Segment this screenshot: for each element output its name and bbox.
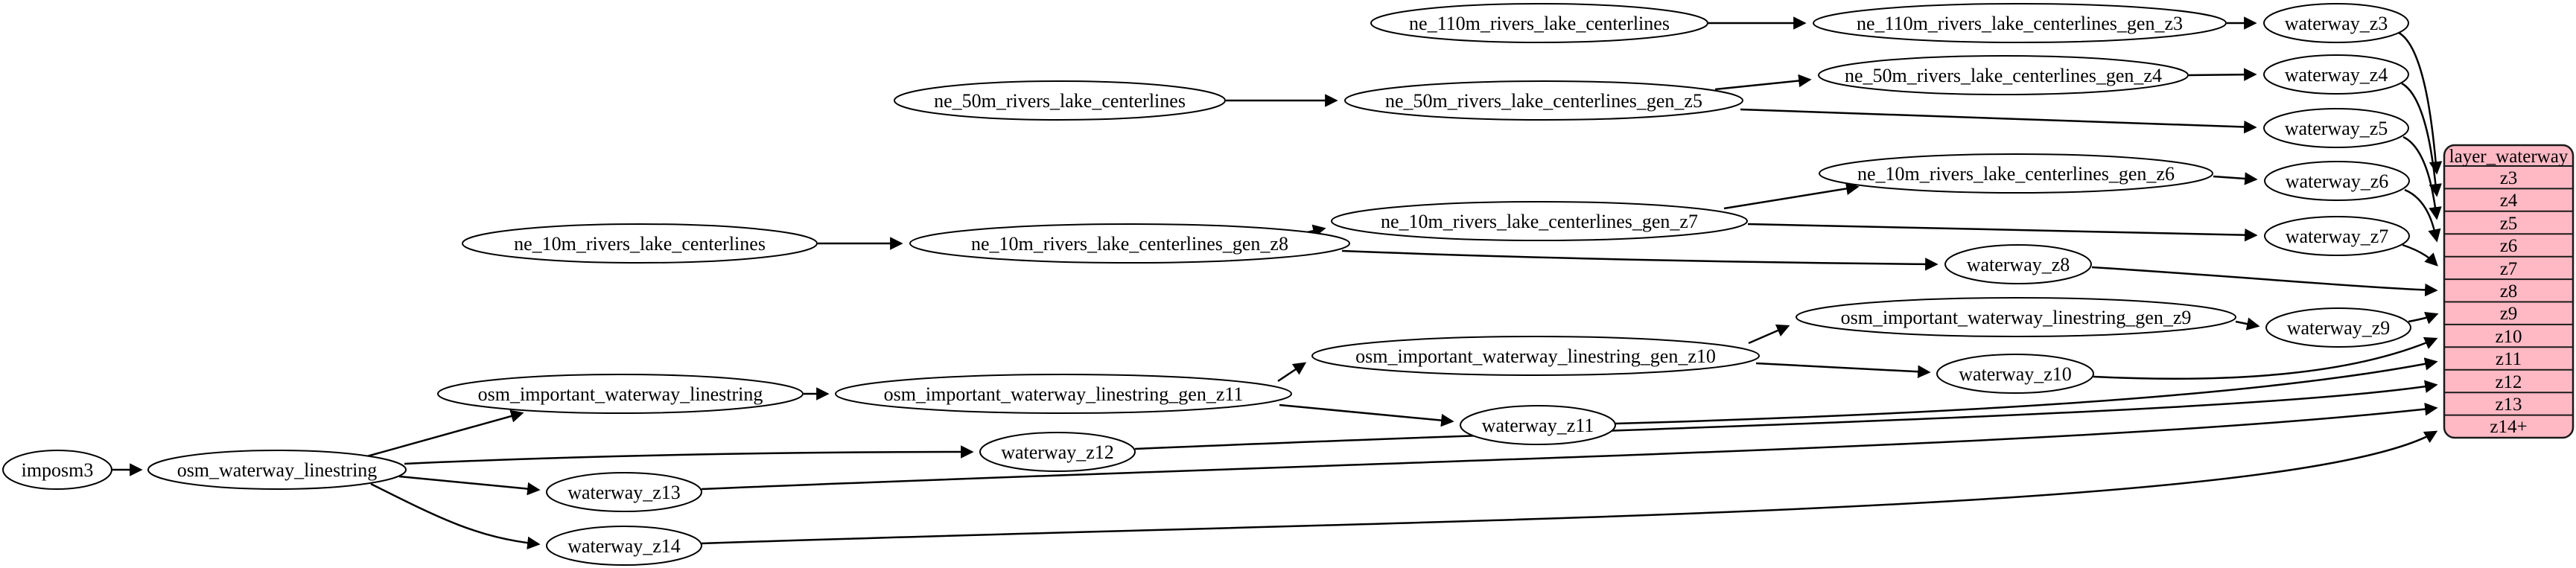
edge-waterway_z7-row-z7 [2402,243,2438,267]
node-ne_110m_rivers_lake_centerlines-label: ne_110m_rivers_lake_centerlines [1409,13,1670,34]
node-waterway_z3: waterway_z3 [2263,3,2409,43]
edge-waterway_z4-row-z4 [2401,82,2442,197]
edge-waterway_z3-row-z3 [2398,31,2443,175]
table-row-z3: z3 [2500,168,2518,188]
node-osm_waterway_linestring: osm_waterway_linestring [147,450,407,490]
node-waterway_z3-label: waterway_z3 [2285,13,2388,34]
node-ne_110m_rivers_lake_centerlines_gen_z3: ne_110m_rivers_lake_centerlines_gen_z3 [1813,3,2227,43]
edge-gen_z7-waterway_z7 [1747,223,2258,242]
table-row-z9: z9 [2500,304,2518,324]
edge-osm_waterway_linestring-osm_important_waterway_linestring [358,409,524,460]
node-waterway_z13-label: waterway_z13 [567,482,681,503]
node-waterway_z5-label: waterway_z5 [2285,118,2388,139]
table-row-z8: z8 [2500,281,2518,301]
node-waterway_z11-label: waterway_z11 [1482,415,1594,436]
layer-waterway-table: layer_waterway z3 z4 z5 z6 z7 z8 z9 z10 … [2443,144,2575,439]
edge-osm_waterway_linestring-waterway_z12 [404,445,974,465]
node-ne_50m_rivers_lake_centerlines_gen_z5-label: ne_50m_rivers_lake_centerlines_gen_z5 [1385,90,1702,112]
node-osm_important_waterway_linestring_gen_z10-label: osm_important_waterway_linestring_gen_z1… [1355,345,1716,367]
edge-waterway_z9-row-z9 [2408,312,2439,325]
edge-waterway_z10-row-z10 [2093,336,2438,380]
edge-gen_z10-waterway_z10 [1755,362,1931,378]
table-row-z7: z7 [2500,259,2518,279]
node-osm_important_waterway_linestring: osm_important_waterway_linestring [437,374,804,414]
layer-waterway-table-title: layer_waterway [2449,147,2569,167]
node-waterway_z9-label: waterway_z9 [2287,317,2391,339]
node-waterway_z6-label: waterway_z6 [2286,170,2389,192]
node-ne_10m_rivers_lake_centerlines: ne_10m_rivers_lake_centerlines [462,223,818,264]
node-waterway_z11: waterway_z11 [1460,405,1616,445]
edge-gen_z11-gen_z10 [1277,362,1307,383]
node-osm_important_waterway_linestring_gen_z10: osm_important_waterway_linestring_gen_z1… [1311,336,1760,376]
node-osm_waterway_linestring-label: osm_waterway_linestring [177,459,378,481]
edge-gen_z5-waterway_z5 [1740,108,2257,134]
node-ne_50m_rivers_lake_centerlines_gen_z4: ne_50m_rivers_lake_centerlines_gen_z4 [1818,55,2189,95]
edge-waterway_z13-row-z13 [701,402,2438,491]
node-waterway_z14-label: waterway_z14 [567,535,681,557]
node-waterway_z6: waterway_z6 [2264,161,2410,201]
node-osm_important_waterway_linestring_gen_z11-label: osm_important_waterway_linestring_gen_z1… [884,383,1244,405]
nodes: imposm3 osm_waterway_linestring osm_impo… [2,3,2411,566]
edge-waterway_z14-row-z14 [701,430,2438,545]
node-ne_50m_rivers_lake_centerlines-label: ne_50m_rivers_lake_centerlines [934,90,1186,112]
node-ne_10m_rivers_lake_centerlines_gen_z8: ne_10m_rivers_lake_centerlines_gen_z8 [909,223,1350,264]
table-row-z11: z11 [2496,349,2522,369]
node-waterway_z12: waterway_z12 [979,432,1136,472]
node-osm_important_waterway_linestring-label: osm_important_waterway_linestring [478,383,763,405]
edges [112,16,2443,550]
node-ne_50m_rivers_lake_centerlines_gen_z5: ne_50m_rivers_lake_centerlines_gen_z5 [1344,80,1743,121]
edge-gen_z5-gen_z4 [1714,74,1812,91]
edge-waterway_z6-row-z6 [2404,188,2441,243]
edge-waterway_z12-row-z12 [1134,380,2438,450]
edge-gen_z11-waterway_z11 [1279,403,1454,427]
table-row-z6: z6 [2500,236,2518,256]
edge-waterway_z5-row-z5 [2402,135,2442,220]
node-imposm3-label: imposm3 [22,459,94,481]
node-waterway_z8-label: waterway_z8 [1967,254,2070,275]
node-osm_important_waterway_linestring_gen_z9: osm_important_waterway_linestring_gen_z9 [1796,297,2236,337]
edge-gen_z6-waterway_z6 [2213,172,2258,185]
edge-waterway_z11-row-z11 [1615,357,2438,425]
node-waterway_z7-label: waterway_z7 [2286,226,2389,247]
edge-gen_z10-gen_z9 [1748,324,1790,345]
edge-osm_waterway_linestring-waterway_z13 [398,475,541,496]
node-ne_50m_rivers_lake_centerlines: ne_50m_rivers_lake_centerlines [894,80,1226,121]
node-waterway_z4-label: waterway_z4 [2285,64,2388,86]
node-waterway_z9: waterway_z9 [2265,307,2411,348]
edge-waterway_z8-row-z8 [2091,266,2438,297]
node-imposm3: imposm3 [2,450,112,490]
node-ne_10m_rivers_lake_centerlines_gen_z7: ne_10m_rivers_lake_centerlines_gen_z7 [1331,201,1748,241]
node-waterway_z4: waterway_z4 [2263,54,2409,95]
node-waterway_z12-label: waterway_z12 [1001,441,1114,463]
node-ne_110m_rivers_lake_centerlines_gen_z3-label: ne_110m_rivers_lake_centerlines_gen_z3 [1857,13,2183,34]
table-row-z12: z12 [2495,372,2522,392]
table-row-z14: z14+ [2490,417,2527,437]
node-ne_50m_rivers_lake_centerlines_gen_z4-label: ne_50m_rivers_lake_centerlines_gen_z4 [1845,65,2162,86]
table-row-z13: z13 [2495,395,2522,415]
table-row-z5: z5 [2500,214,2518,234]
node-ne_110m_rivers_lake_centerlines: ne_110m_rivers_lake_centerlines [1370,3,1708,43]
node-ne_10m_rivers_lake_centerlines_gen_z6: ne_10m_rivers_lake_centerlines_gen_z6 [1819,153,2213,194]
node-ne_10m_rivers_lake_centerlines_gen_z8-label: ne_10m_rivers_lake_centerlines_gen_z8 [971,233,1288,255]
edge-gen_z7-gen_z6 [1723,182,1860,210]
edge-gen_z4-waterway_z4 [2188,68,2257,81]
edge-gen_z9-waterway_z9 [2235,317,2260,331]
node-waterway_z13: waterway_z13 [546,472,702,512]
node-waterway_z8: waterway_z8 [1944,244,2092,284]
node-ne_10m_rivers_lake_centerlines-label: ne_10m_rivers_lake_centerlines [514,233,766,255]
table-row-z10: z10 [2495,327,2522,347]
node-waterway_z5: waterway_z5 [2263,108,2409,148]
node-waterway_z10: waterway_z10 [1936,354,2094,394]
node-waterway_z7: waterway_z7 [2264,216,2410,256]
node-waterway_z14: waterway_z14 [546,526,702,566]
table-row-z4: z4 [2500,191,2518,211]
node-waterway_z10-label: waterway_z10 [1959,363,2072,385]
node-ne_10m_rivers_lake_centerlines_gen_z6-label: ne_10m_rivers_lake_centerlines_gen_z6 [1857,163,2175,185]
edge-gen_z8-waterway_z8 [1341,249,1939,271]
node-osm_important_waterway_linestring_gen_z11: osm_important_waterway_linestring_gen_z1… [835,374,1292,414]
node-osm_important_waterway_linestring_gen_z9-label: osm_important_waterway_linestring_gen_z9 [1841,307,2192,328]
node-ne_10m_rivers_lake_centerlines_gen_z7-label: ne_10m_rivers_lake_centerlines_gen_z7 [1381,211,1698,232]
edge-osm_waterway_linestring-waterway_z14 [370,482,541,550]
